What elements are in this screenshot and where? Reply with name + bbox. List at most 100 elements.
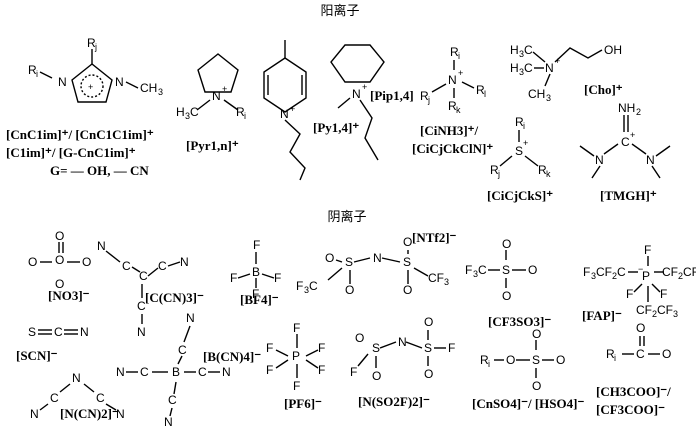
svg-text:O: O — [55, 229, 64, 243]
svg-text:O: O — [532, 379, 541, 393]
tetrafluoroborate-structure: F B F F F — [230, 238, 281, 301]
svg-text:NH: NH — [618, 101, 635, 115]
fsi-structure: S N S O O O O F F — [350, 315, 455, 383]
fap-label: [FAP]⁻ — [582, 308, 622, 323]
svg-text:CF: CF — [657, 303, 673, 317]
svg-text:R: R — [236, 105, 245, 119]
svg-text:l: l — [484, 89, 486, 99]
ammonium-label-1: [CiNH3]⁺/ — [420, 123, 479, 138]
svg-text:CF: CF — [636, 303, 652, 317]
dicyanamide-structure: N C N C N — [30, 371, 125, 421]
svg-text:N: N — [58, 75, 67, 89]
fsi-label: [N(SO2F)2]⁻ — [358, 394, 430, 409]
svg-text:O: O — [506, 353, 515, 367]
svg-text:OH: OH — [604, 43, 622, 57]
svg-text:C: C — [50, 391, 59, 405]
svg-text:C: C — [122, 259, 131, 273]
svg-text:C: C — [140, 365, 149, 379]
svg-text:CF: CF — [662, 265, 678, 279]
svg-text:j: j — [427, 95, 430, 105]
svg-text:3: 3 — [591, 271, 596, 281]
svg-text:N: N — [448, 73, 457, 87]
tricyanomethanide-structure: N C C C N C N — [97, 239, 189, 339]
svg-text:O: O — [502, 237, 511, 251]
svg-text:F: F — [253, 238, 260, 252]
svg-text:3: 3 — [304, 285, 309, 295]
svg-text:F: F — [465, 263, 472, 277]
svg-text:S: S — [372, 341, 380, 355]
svg-text:O: O — [355, 331, 364, 345]
imidazolium-label-2: [C1im]⁺/ [G-CnC1im]⁺ — [6, 145, 136, 160]
carboxylates-label-2: [CF3COO]⁻ — [596, 402, 665, 417]
svg-text:C: C — [636, 347, 645, 361]
svg-text:C: C — [137, 299, 146, 313]
sulfonium-label: [CiCjCkS]⁺ — [487, 188, 553, 203]
svg-text:O: O — [556, 353, 565, 367]
svg-text:O: O — [424, 315, 433, 329]
tmgh-label: [TMGH]⁺ — [600, 188, 657, 203]
svg-text:C: C — [198, 365, 207, 379]
svg-text:N: N — [398, 335, 407, 349]
svg-text:F: F — [448, 341, 455, 355]
svg-text:+: + — [458, 68, 463, 78]
svg-text:B: B — [172, 365, 180, 379]
svg-text:R: R — [490, 163, 499, 177]
svg-text:i: i — [244, 111, 246, 121]
svg-text:N: N — [222, 365, 231, 379]
pyridinium-label: [Py1,4]⁺ — [313, 120, 359, 135]
svg-text:F: F — [318, 341, 325, 355]
cations-heading: 阳离子 — [320, 3, 359, 19]
svg-text:H: H — [176, 105, 185, 119]
svg-text:P: P — [292, 349, 300, 363]
thiocyanate-structure: S C N — [28, 325, 89, 339]
svg-text:N: N — [212, 89, 221, 103]
svg-text:CF: CF — [596, 265, 612, 279]
svg-text:H: H — [510, 61, 519, 75]
svg-text:C: C — [621, 135, 630, 149]
svg-text:CH: CH — [528, 87, 545, 101]
svg-text:C: C — [96, 391, 105, 405]
svg-text:CF: CF — [428, 271, 444, 285]
svg-text:O: O — [403, 235, 412, 249]
triflate-label: [CF3SO3]⁻ — [488, 314, 551, 329]
svg-text:C: C — [309, 279, 318, 293]
svg-text:S: S — [345, 255, 353, 269]
svg-text:R: R — [28, 63, 37, 77]
svg-text:H: H — [510, 43, 519, 57]
svg-text:2: 2 — [612, 271, 617, 281]
svg-text:3: 3 — [519, 67, 524, 77]
svg-text:i: i — [614, 353, 616, 363]
thiocyanate-label: [SCN]⁻ — [16, 348, 58, 363]
svg-text:O: O — [372, 369, 381, 383]
svg-text:P: P — [642, 269, 650, 283]
svg-text:N: N — [97, 239, 106, 253]
svg-text:O: O — [424, 367, 433, 381]
svg-text:j: j — [94, 42, 97, 52]
svg-text:N: N — [80, 325, 89, 339]
tricyanomethanide-label: [C(CN)3]⁻ — [145, 290, 204, 305]
svg-text:F: F — [318, 363, 325, 377]
svg-text:F: F — [266, 363, 273, 377]
svg-text:N: N — [180, 255, 189, 269]
svg-text:F: F — [252, 287, 259, 301]
svg-text:S: S — [424, 341, 432, 355]
svg-text:R: R — [515, 115, 524, 129]
svg-text:3: 3 — [444, 277, 449, 287]
svg-text:R: R — [606, 347, 615, 361]
svg-text:F: F — [626, 287, 633, 301]
svg-text:S: S — [515, 144, 523, 158]
hexafluorophosphate-structure: F P F F F F F — [266, 321, 325, 393]
svg-text:2: 2 — [678, 271, 683, 281]
svg-text:k: k — [546, 169, 551, 179]
svg-text:N: N — [545, 61, 554, 75]
svg-text:R: R — [480, 353, 489, 367]
imidazolium-label-1: [CnC1im]⁺/ [CnC1C1im]⁺ — [6, 127, 154, 142]
svg-text:N: N — [30, 407, 39, 421]
